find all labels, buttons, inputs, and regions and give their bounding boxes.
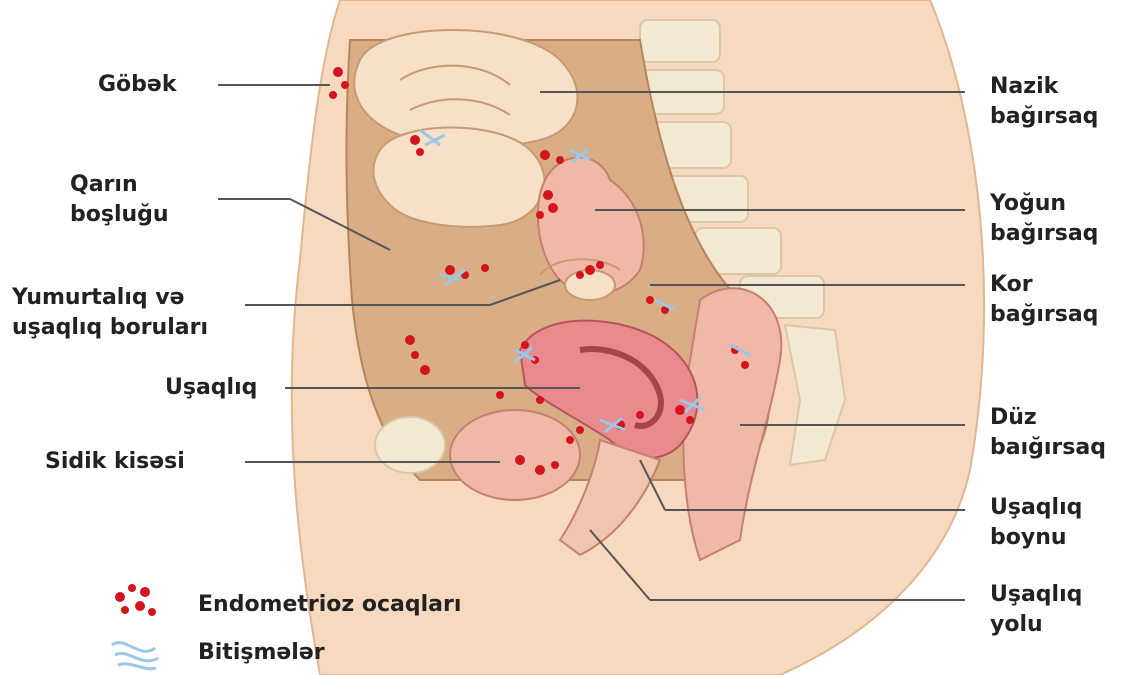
adhesions-icon: [112, 643, 158, 669]
label-nazik-bagirsaq: Nazik bağırsaq: [990, 72, 1098, 132]
label-sidik-kisesi: Sidik kisəsi: [45, 447, 185, 477]
label-gobek: Göbək: [98, 70, 176, 100]
label-qarin-bosluqu: Qarın boşluğu: [70, 170, 169, 230]
bladder: [450, 410, 580, 500]
legend-adhesions-label: Bitişmələr: [198, 640, 325, 665]
label-yogun-bagirsaq: Yoğun bağırsaq: [990, 189, 1098, 249]
label-usaqliq-yolu: Uşaqlıq yolu: [990, 580, 1082, 640]
label-kor-bagirsaq: Kor bağırsaq: [990, 270, 1098, 330]
label-yumurtaliq: Yumurtalıq və uşaqlıq boruları: [12, 283, 208, 343]
label-usaqliq: Uşaqlıq: [165, 373, 257, 403]
pubic-bone: [375, 417, 445, 473]
label-duz-bagirsaq: Düz baığırsaq: [990, 403, 1106, 463]
legend-endometriosis-label: Endometrioz ocaqları: [198, 592, 461, 617]
label-usaqliq-boynu: Uşaqlıq boynu: [990, 493, 1082, 553]
endometriosis-foci-icon: [115, 584, 156, 616]
